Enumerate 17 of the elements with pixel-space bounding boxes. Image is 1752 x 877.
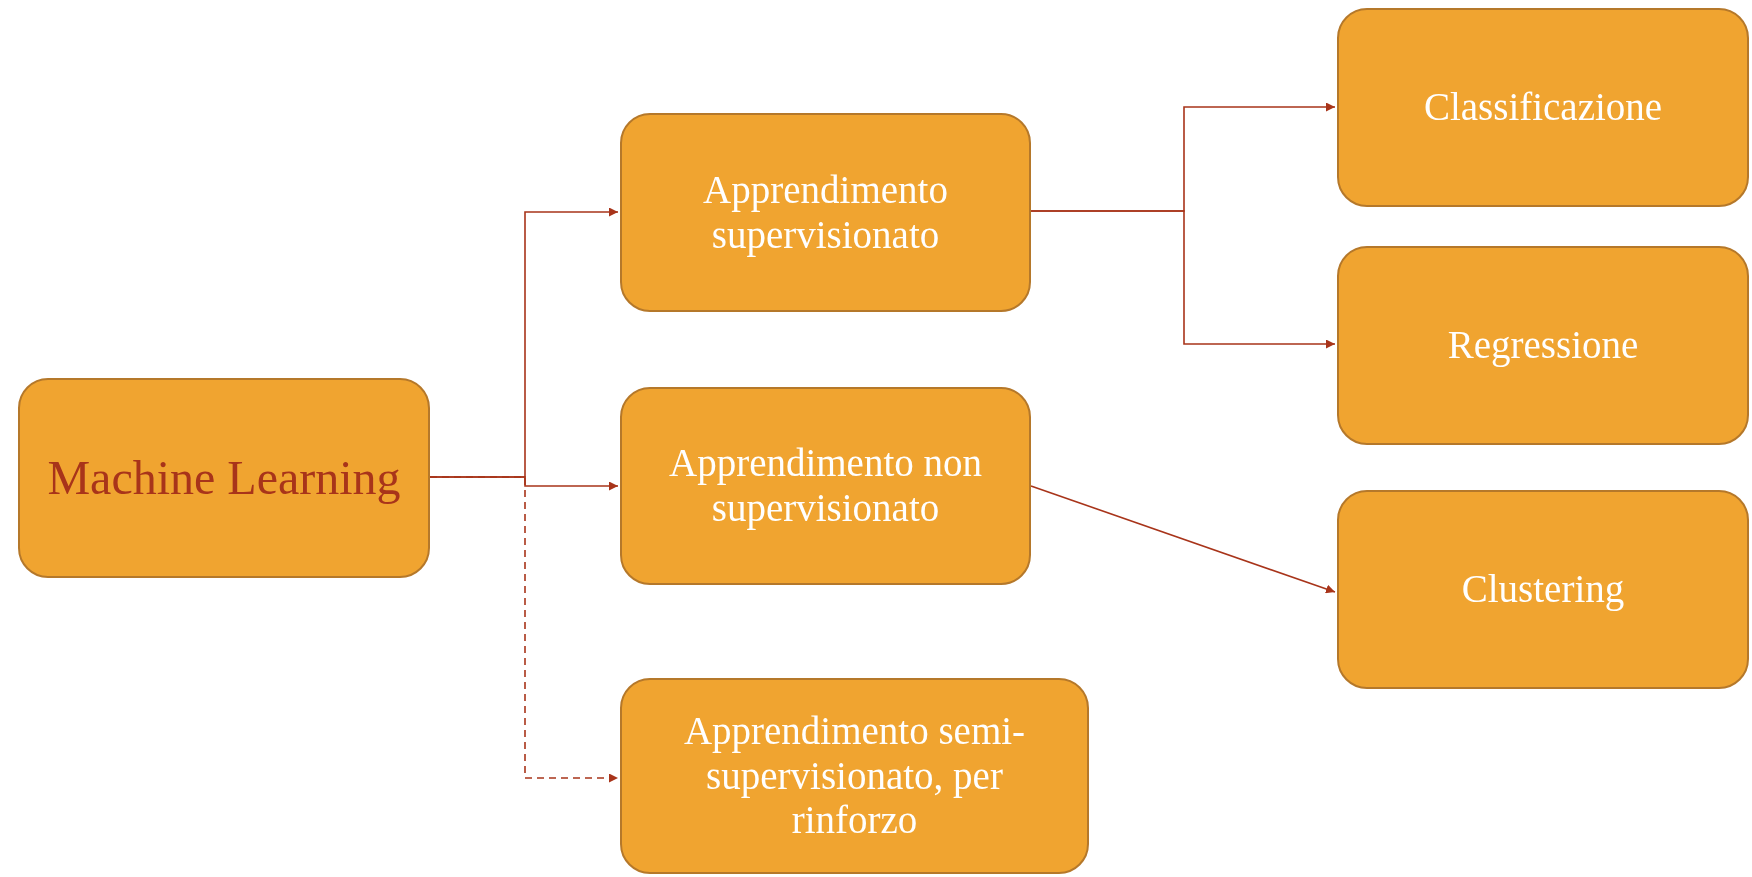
arrow bbox=[1030, 210, 1336, 349]
node-label: Machine Learning bbox=[47, 450, 401, 506]
node-label: Apprendimento semi-supervisionato, per rinforzo bbox=[682, 708, 1027, 844]
process-box bbox=[1337, 246, 1749, 445]
process-box bbox=[620, 113, 1031, 312]
node-label: Clustering bbox=[1461, 567, 1625, 612]
node-label: Apprendimento supervisionato bbox=[702, 167, 949, 258]
process-box bbox=[18, 378, 430, 578]
process-box bbox=[1337, 8, 1749, 207]
node-label: Apprendimento non supervisionato bbox=[668, 441, 983, 531]
node-label: Classificazione bbox=[1423, 85, 1663, 130]
process-box bbox=[1337, 490, 1749, 689]
process-box bbox=[620, 387, 1031, 585]
process-box bbox=[620, 678, 1089, 874]
arrow bbox=[429, 476, 619, 783]
node-label: Regressione bbox=[1447, 323, 1639, 368]
arrow bbox=[1030, 485, 1336, 594]
